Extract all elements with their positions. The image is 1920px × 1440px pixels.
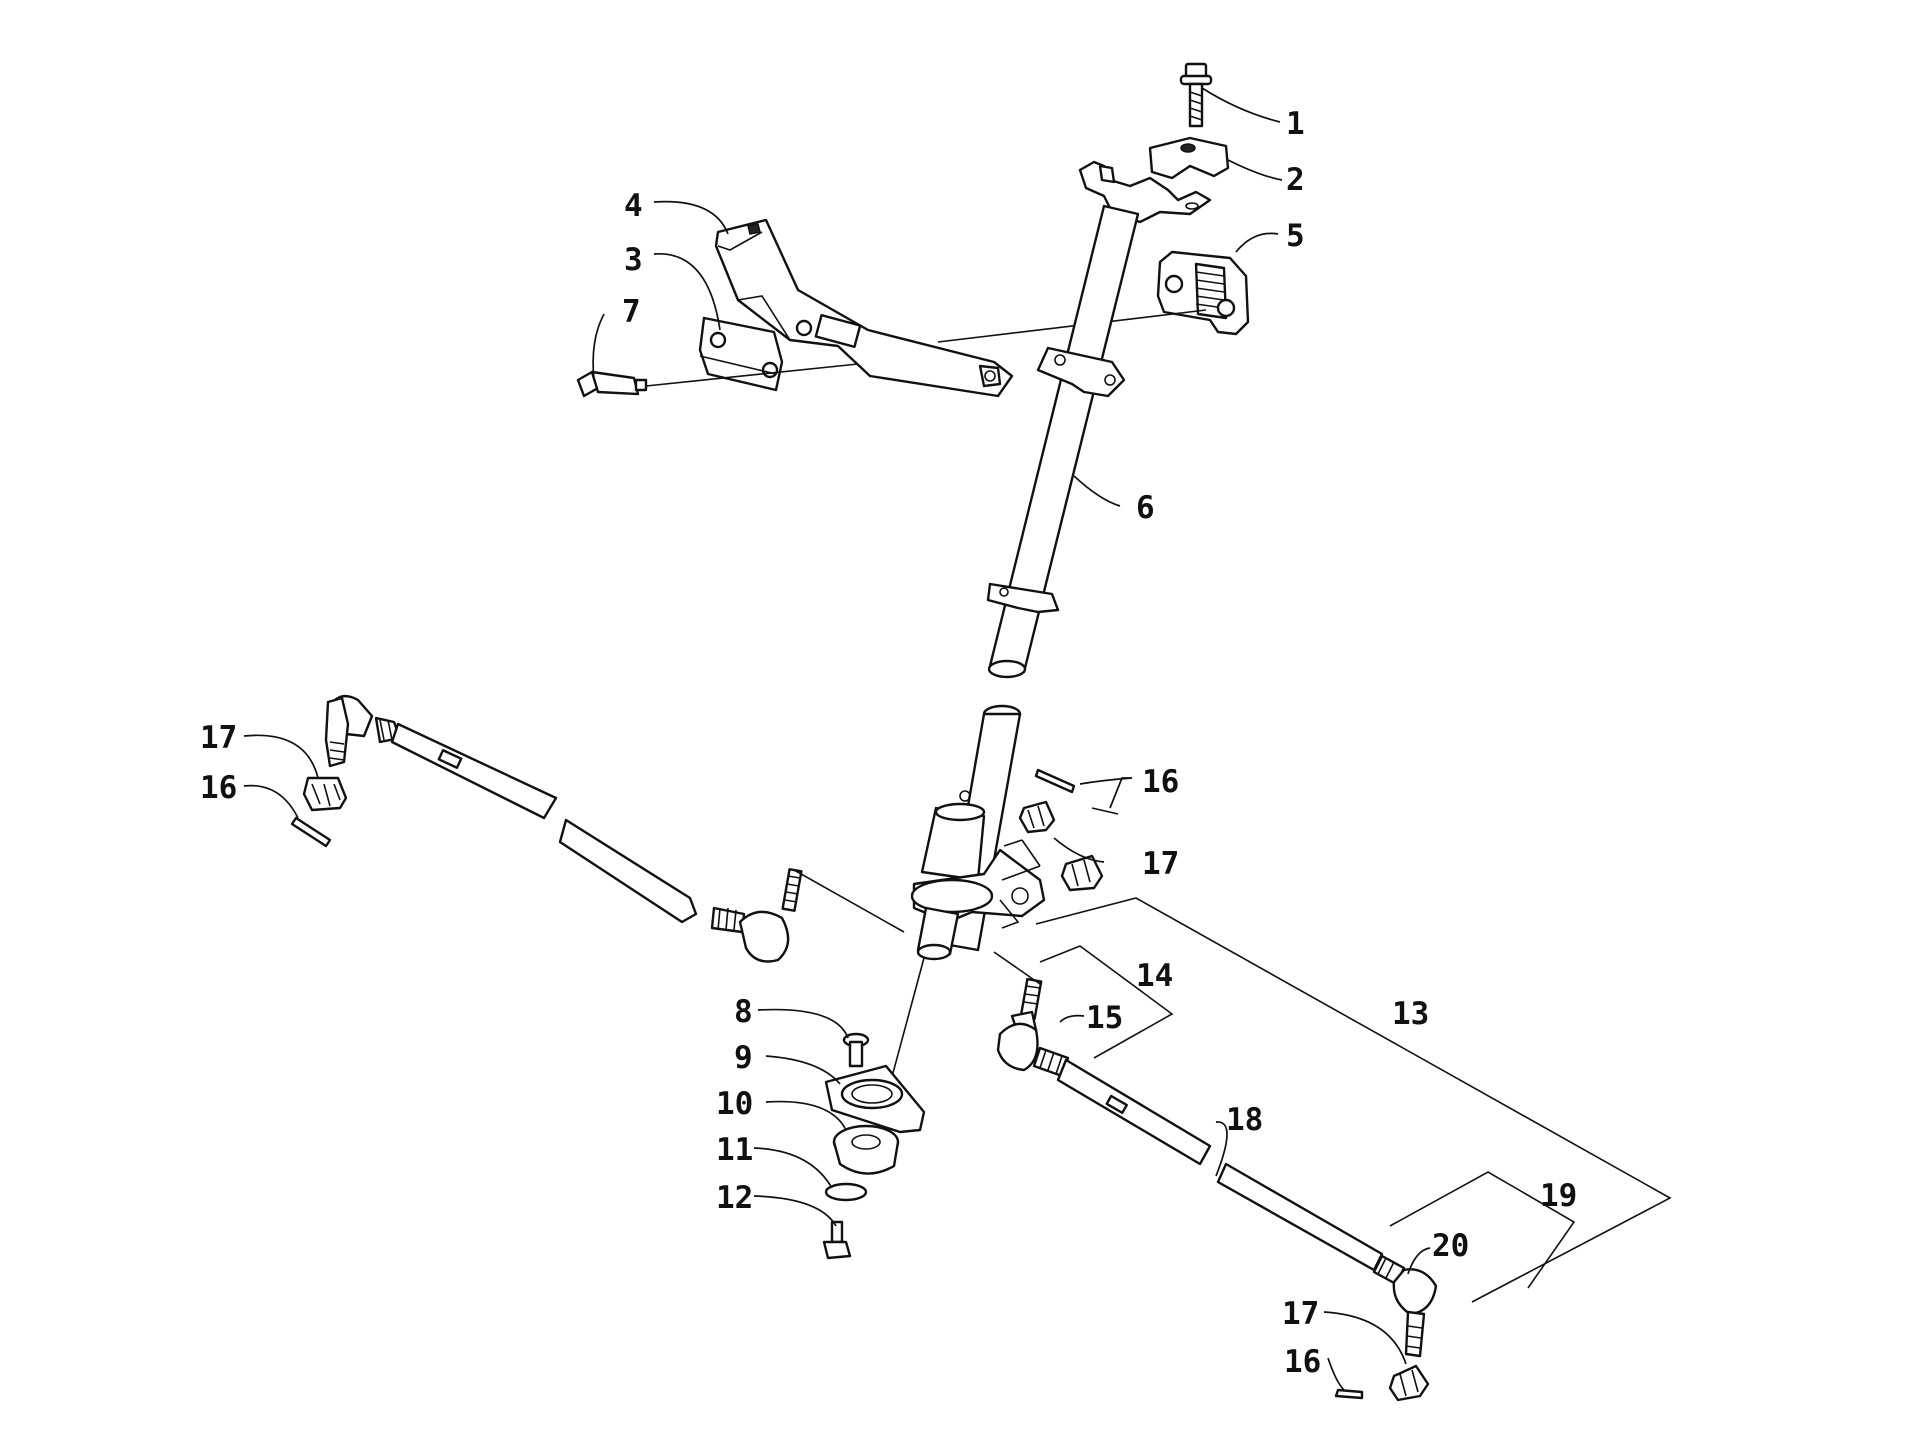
- part-1-bolt: [1179, 62, 1213, 128]
- part-5-gear-block: [1156, 250, 1250, 336]
- upper-cotter-pin-16: [1034, 768, 1119, 815]
- part-9-flange-plate: [824, 1064, 926, 1134]
- callout-12: 12: [716, 1180, 753, 1216]
- callout-10: 10: [716, 1086, 753, 1122]
- callout-17-right: 17: [1282, 1296, 1319, 1332]
- part-4-support-bracket: [714, 218, 1014, 398]
- part-8-screw: [842, 1032, 870, 1068]
- callout-3: 3: [624, 242, 643, 278]
- column-lower-section: [910, 704, 1046, 961]
- part-2-clamp-block: [1148, 136, 1230, 180]
- callout-9: 9: [734, 1040, 753, 1076]
- callout-18: 18: [1226, 1102, 1263, 1138]
- part-7-bolt: [576, 363, 859, 398]
- right-tie-rod: [996, 977, 1438, 1358]
- part-10-bearing: [832, 1124, 900, 1175]
- callout-16-left: 16: [200, 770, 237, 806]
- right-cotter-pin-16: [1334, 1388, 1364, 1400]
- callout-16-upper: 16: [1142, 764, 1179, 800]
- callout-17-left: 17: [200, 720, 237, 756]
- left-tie-rod: [324, 694, 803, 963]
- callout-1: 1: [1286, 106, 1305, 142]
- left-nut-17: [302, 776, 348, 812]
- callout-6: 6: [1136, 490, 1155, 526]
- left-cotter-pin-16: [290, 816, 332, 848]
- part-12-bolt: [822, 1220, 852, 1260]
- callout-15: 15: [1086, 1000, 1123, 1036]
- callout-labels: 1 2 3 4 5 6 7 8 9 10 11 12 13 14 15 16 1…: [200, 106, 1577, 1380]
- callout-4: 4: [624, 188, 643, 224]
- callout-5: 5: [1286, 218, 1305, 254]
- part-6-steering-column: [986, 204, 1140, 679]
- callout-13: 13: [1392, 996, 1429, 1032]
- part-11-washer: [824, 1182, 868, 1202]
- callout-2: 2: [1286, 162, 1305, 198]
- callout-8: 8: [734, 994, 753, 1030]
- callout-14: 14: [1136, 958, 1173, 994]
- callout-17-upper: 17: [1142, 846, 1179, 882]
- callout-16-right: 16: [1284, 1344, 1321, 1380]
- column-top-bracket: [1078, 160, 1212, 224]
- callout-11: 11: [716, 1132, 753, 1168]
- callout-7: 7: [622, 294, 641, 330]
- callout-19: 19: [1540, 1178, 1577, 1214]
- callout-20: 20: [1432, 1228, 1469, 1264]
- right-nut-17: [1388, 1364, 1430, 1402]
- upper-castle-nuts-17: [1018, 800, 1104, 892]
